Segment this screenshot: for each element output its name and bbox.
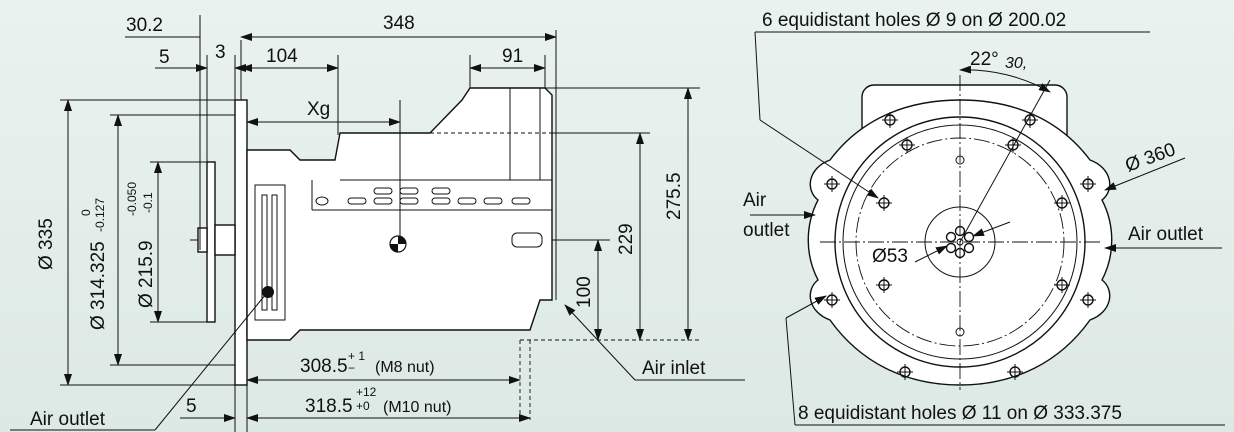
holes-8-group bbox=[824, 112, 1096, 380]
label-air-outlet-bottom: Air outlet bbox=[30, 409, 106, 430]
dim-30-2: 30.2 bbox=[126, 15, 163, 36]
air-outlet-grill bbox=[254, 184, 286, 321]
dim-100: 100 bbox=[574, 276, 595, 308]
note-308: (M8 nut) bbox=[375, 359, 435, 376]
dim-5-bottom: 5 bbox=[186, 396, 197, 417]
holes-6-label: 6 equidistant holes Ø 9 on Ø 200.02 bbox=[762, 10, 1066, 31]
center-of-gravity-icon bbox=[389, 235, 407, 253]
mounting-flange bbox=[234, 99, 248, 386]
leader-holes-8 bbox=[785, 317, 796, 426]
label-air-inlet: Air inlet bbox=[642, 358, 706, 379]
axis-hole-top bbox=[955, 155, 965, 165]
dim-d335: Ø 335 bbox=[36, 218, 57, 270]
label-air-outlet-left-1: Air bbox=[743, 190, 767, 211]
angle-dim-arc bbox=[959, 65, 1051, 93]
dim-d53: Ø53 bbox=[872, 246, 908, 267]
dim-348: 348 bbox=[383, 13, 415, 34]
label-air-outlet-right: Air outlet bbox=[1128, 224, 1204, 245]
dim-275-5: 275.5 bbox=[664, 172, 685, 220]
leader-holes-8 bbox=[785, 295, 827, 319]
dim-d314: Ø 314.325 bbox=[88, 241, 109, 330]
leader-holes-6 bbox=[754, 31, 761, 121]
label-air-outlet-left-2: outlet bbox=[743, 220, 790, 241]
label-xg: Xg bbox=[307, 99, 330, 120]
leader-holes-6 bbox=[759, 119, 879, 199]
axis-hole-bottom bbox=[955, 327, 965, 337]
tol-308-lower: − bbox=[348, 361, 355, 375]
holes-6-group bbox=[876, 137, 1070, 293]
leader-d53-b bbox=[972, 221, 1011, 237]
tol-d215-upper: -0.050 bbox=[125, 182, 139, 216]
shaft-hub bbox=[197, 227, 208, 253]
leader-d360 bbox=[1104, 157, 1186, 191]
side-view: 30.2 348 5 3 104 91 Xg Ø 335 Ø 314.325 0… bbox=[10, 13, 745, 432]
dim-5-top: 5 bbox=[159, 47, 170, 68]
leader-d53 bbox=[914, 245, 948, 263]
dim-104: 104 bbox=[266, 46, 298, 67]
tol-308-upper: + 1 bbox=[348, 349, 365, 363]
terminal-fitting bbox=[511, 232, 543, 248]
dim-91: 91 bbox=[502, 46, 523, 67]
dim-229: 229 bbox=[616, 223, 637, 255]
angle-minutes: 30, bbox=[1005, 55, 1027, 72]
angle-dim-ray bbox=[959, 79, 1051, 243]
hub-bolts bbox=[945, 225, 975, 259]
front-view: 22° 30, 6 equidistant holes Ø 9 on Ø 200… bbox=[743, 10, 1225, 426]
leader-air-inlet bbox=[564, 304, 636, 381]
dim-318-5: 318.5 bbox=[305, 396, 353, 417]
tol-d215-lower: -0.1 bbox=[141, 192, 155, 213]
tol-318-lower: +0 bbox=[356, 399, 370, 413]
coupling-hub bbox=[214, 224, 236, 256]
holes-8-label: 8 equidistant holes Ø 11 on Ø 333.375 bbox=[798, 403, 1122, 424]
angle-degrees: 22° bbox=[970, 49, 999, 70]
coupling-disc bbox=[206, 161, 216, 323]
dim-d360: Ø 360 bbox=[1123, 139, 1179, 176]
tol-318-upper: +12 bbox=[356, 385, 377, 399]
dim-3: 3 bbox=[215, 42, 226, 63]
note-318: (M10 nut) bbox=[383, 399, 451, 416]
tol-d314-lower: -0.127 bbox=[93, 198, 107, 232]
dim-308-5: 308.5 bbox=[300, 356, 348, 377]
leader-air-outlet bbox=[154, 293, 267, 431]
dim-d215: Ø 215.9 bbox=[136, 240, 157, 308]
tol-d314-upper: 0 bbox=[79, 209, 93, 216]
